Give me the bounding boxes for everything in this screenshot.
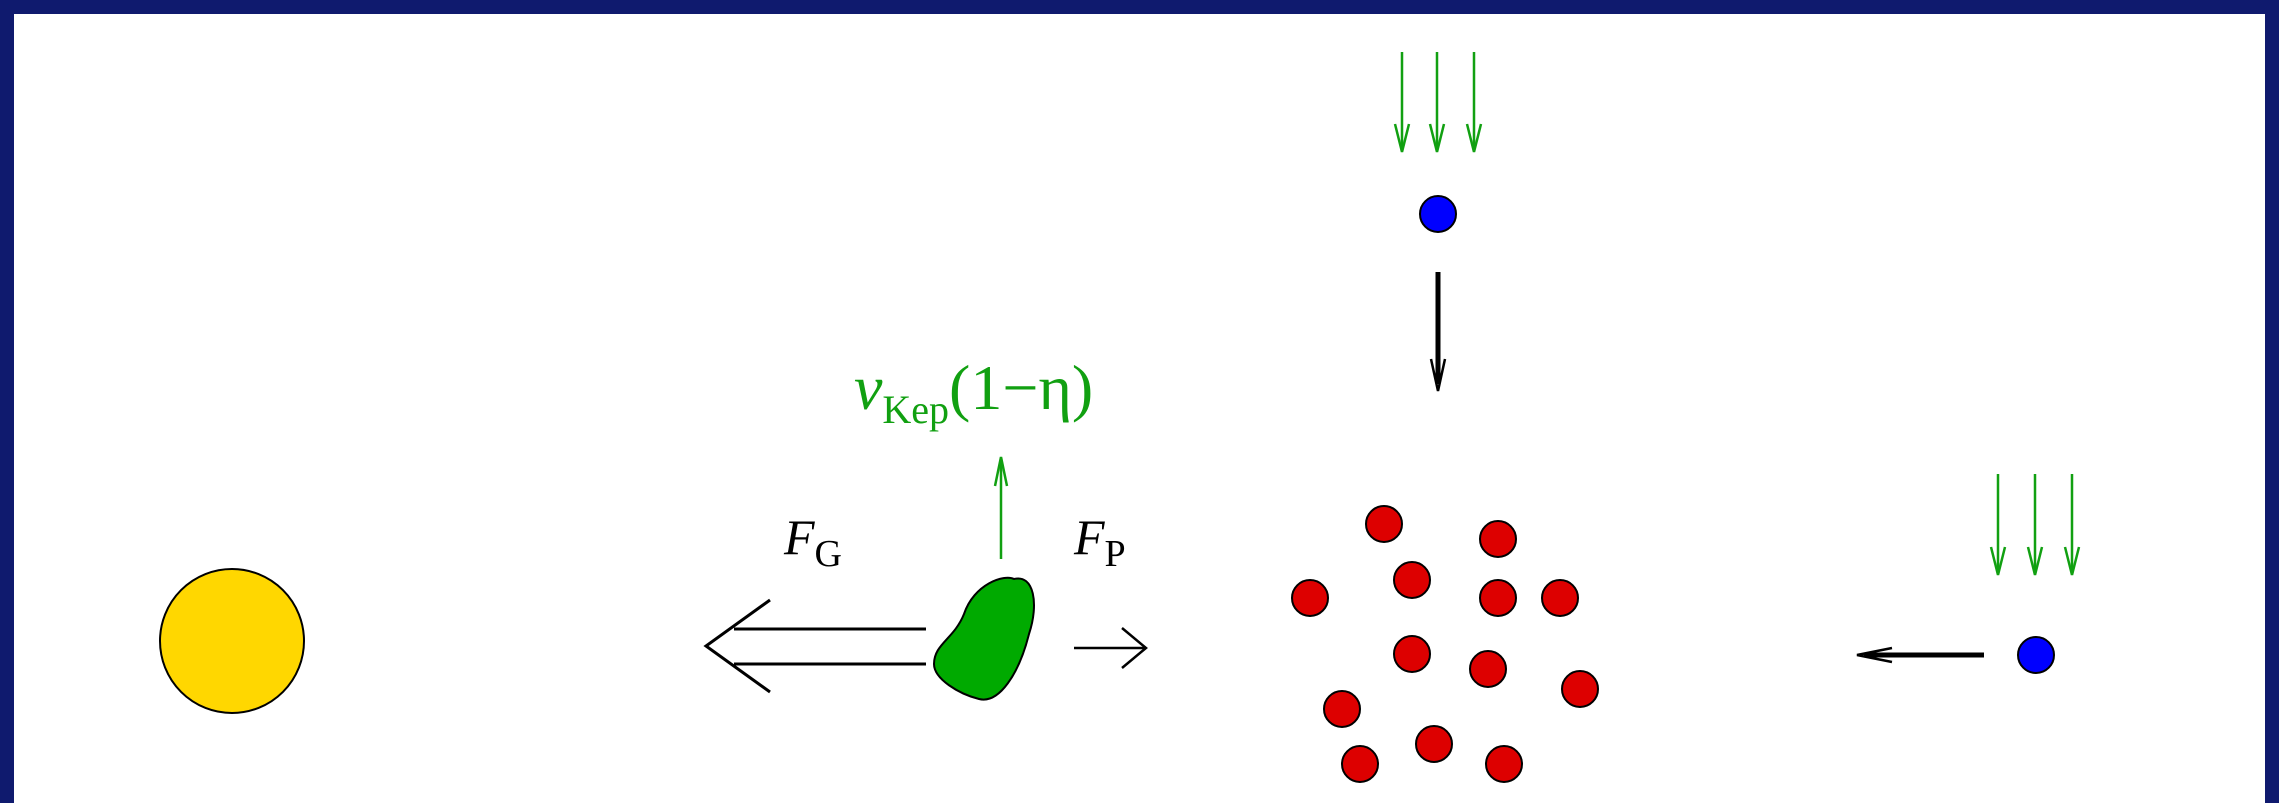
red-grain-cluster bbox=[1291, 505, 1599, 783]
blue-grain-right bbox=[2017, 636, 2055, 674]
incoming-radiation-arrows-right bbox=[1989, 474, 2081, 576]
blue-grain-top bbox=[1419, 195, 1457, 233]
gravity-force-label: FG bbox=[783, 509, 842, 575]
body-icon bbox=[932, 576, 1035, 701]
grain-motion-arrow-left bbox=[1856, 646, 1984, 664]
red-grain bbox=[1561, 670, 1599, 708]
red-grain bbox=[1393, 635, 1431, 673]
diagram-frame: FG vKep(1−η) FP bbox=[14, 14, 2265, 803]
red-grain bbox=[1341, 745, 1379, 783]
red-grain bbox=[1291, 579, 1329, 617]
red-grain bbox=[1485, 745, 1523, 783]
red-grain bbox=[1365, 505, 1403, 543]
red-grain bbox=[1393, 561, 1431, 599]
red-grain bbox=[1323, 690, 1361, 728]
red-grain bbox=[1415, 725, 1453, 763]
pressure-force-label: FP bbox=[1073, 509, 1126, 575]
red-grain bbox=[1469, 650, 1507, 688]
incoming-radiation-arrows-top bbox=[1393, 52, 1483, 153]
gravity-arrow-icon bbox=[703, 598, 926, 694]
red-grain bbox=[1479, 520, 1517, 558]
pressure-arrow-icon bbox=[1074, 627, 1148, 669]
red-grain bbox=[1541, 579, 1579, 617]
velocity-arrow-icon bbox=[993, 456, 1009, 559]
diagram-canvas: FG vKep(1−η) FP bbox=[159, 52, 2081, 783]
velocity-label: vKep(1−η) bbox=[854, 352, 1093, 432]
star-icon bbox=[159, 568, 305, 714]
red-grain bbox=[1479, 579, 1517, 617]
grain-motion-arrow-down bbox=[1429, 272, 1447, 392]
